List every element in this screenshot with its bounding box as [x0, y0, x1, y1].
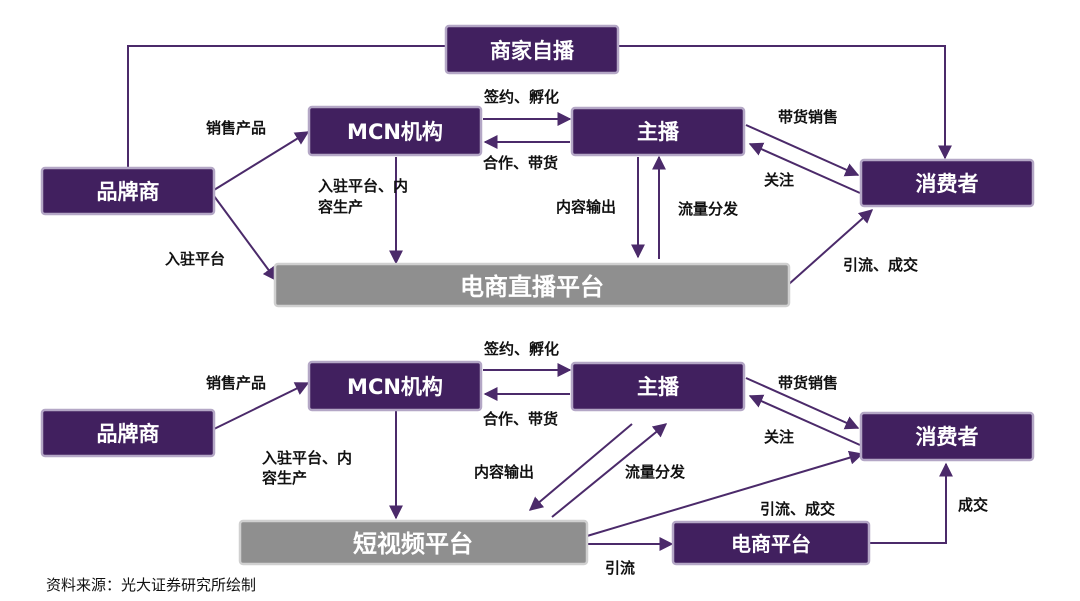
box-b-ecom-label: 电商平台: [731, 532, 811, 556]
box-b-consumer: 消费者: [859, 411, 1035, 462]
box-b-short-video: 短视频平台: [238, 519, 589, 566]
arrow-brand-to-platform: [213, 195, 277, 282]
label-b-content-output: 内容输出: [474, 463, 534, 481]
box-live-platform-label: 电商直播平台: [460, 273, 604, 301]
box-merchant-live-label: 商家自播: [490, 39, 575, 63]
label-b-follow: 关注: [764, 428, 794, 446]
arrow-b-anchor-to-shortvideo: [528, 423, 633, 511]
top-diagram: 商家自播 品牌商 MCN机构 主播 消费者 电商直播平台 销售产品 签约、孵化 …: [40, 24, 1035, 308]
box-b-mcn: MCN机构: [307, 360, 483, 412]
box-b-ecom: 电商平台: [671, 520, 871, 566]
label-b-deal: 成交: [958, 496, 988, 514]
label-b-traffic: 流量分发: [625, 463, 686, 481]
label-settle-content-2: 容生产: [317, 198, 363, 216]
box-anchor: 主播: [570, 106, 746, 157]
arrow-b-shortvideo-to-anchor: [551, 423, 668, 518]
box-anchor-label: 主播: [637, 120, 680, 144]
label-traffic: 流量分发: [678, 200, 739, 218]
label-sign-incubate: 签约、孵化: [483, 88, 559, 106]
label-settle-content-1: 入驻平台、内: [318, 177, 408, 195]
box-mcn-label: MCN机构: [347, 120, 443, 144]
bottom-connectors: [213, 363, 953, 551]
box-consumer: 消费者: [859, 158, 1035, 208]
arrow-consumer-to-anchor: [748, 142, 861, 194]
box-brand-label: 品牌商: [97, 180, 160, 204]
label-b-traffic-deal: 引流、成交: [760, 500, 835, 518]
box-b-anchor-label: 主播: [637, 375, 680, 399]
box-b-consumer-label: 消费者: [916, 425, 979, 449]
arrow-brand-to-merchant-live: [127, 45, 447, 168]
label-b-settle-content-1: 入驻平台、内: [262, 449, 352, 467]
box-b-short-video-label: 短视频平台: [353, 530, 473, 558]
label-sell-products: 销售产品: [206, 119, 266, 137]
arrow-b-brand-to-mcn: [213, 382, 310, 430]
label-b-drain: 引流: [605, 559, 635, 577]
box-b-brand: 品牌商: [40, 408, 216, 458]
label-b-sign-incubate: 签约、孵化: [483, 340, 559, 358]
box-b-anchor: 主播: [570, 361, 746, 412]
box-merchant-live: 商家自播: [444, 24, 620, 75]
label-content-output: 内容输出: [556, 198, 616, 216]
label-sales: 带货销售: [778, 108, 838, 126]
box-b-brand-label: 品牌商: [97, 422, 160, 446]
box-live-platform: 电商直播平台: [273, 262, 791, 308]
arrow-merchant-live-to-consumer: [617, 45, 952, 160]
arrow-b-shortvideo-to-consumer: [586, 450, 864, 537]
box-b-mcn-label: MCN机构: [347, 375, 443, 399]
source-note: 资料来源：光大证券研究所绘制: [46, 576, 257, 594]
box-brand: 品牌商: [40, 166, 216, 216]
label-b-sell-products: 销售产品: [206, 374, 266, 392]
label-b-coop-sell: 合作、带货: [482, 410, 558, 428]
arrow-anchor-to-consumer: [745, 124, 860, 177]
label-follow: 关注: [764, 171, 794, 189]
box-consumer-label: 消费者: [916, 172, 979, 196]
top-connectors: [127, 45, 952, 285]
label-b-settle-content-2: 容生产: [261, 469, 307, 487]
arrow-b-ecom-to-consumer: [870, 462, 953, 544]
arrow-b-consumer-to-anchor: [748, 394, 861, 446]
label-traffic-deal: 引流、成交: [843, 256, 918, 274]
label-b-sales: 带货销售: [778, 374, 838, 392]
arrow-brand-to-mcn: [213, 131, 310, 191]
arrow-platform-to-consumer: [788, 209, 874, 285]
box-mcn: MCN机构: [307, 105, 483, 157]
arrow-b-anchor-to-consumer: [745, 377, 860, 430]
bottom-diagram: 品牌商 MCN机构 主播 消费者 短视频平台 电商平台 销售产品 签约、孵化 合…: [40, 340, 1035, 577]
label-settle: 入驻平台: [165, 250, 225, 268]
label-coop-sell: 合作、带货: [482, 154, 558, 172]
